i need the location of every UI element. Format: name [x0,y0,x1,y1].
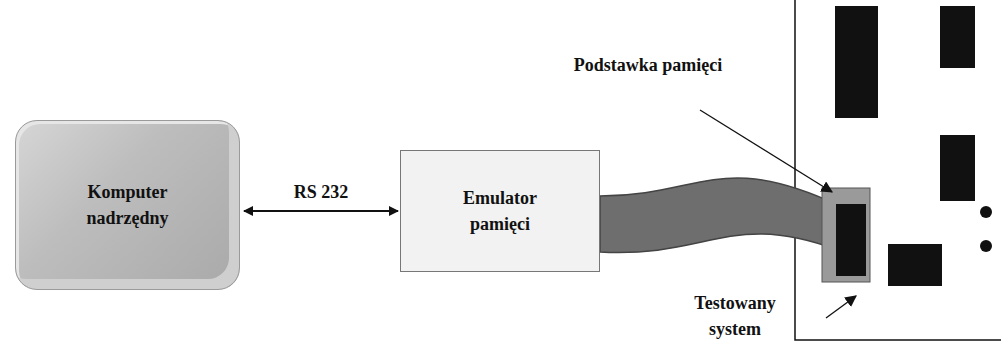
edge-label: RS 232 [294,179,349,205]
system-board [795,0,1001,340]
ribbon-cable [600,178,838,253]
dot [980,240,992,252]
chip [940,135,975,201]
leader-line [700,110,832,192]
memory-socket [822,188,870,282]
node-text: Komputer nadrzędny [68,179,188,231]
node-text: Emulator pamięci [440,185,560,237]
system-callout: Testowany system [670,290,800,342]
chip [888,244,942,286]
memory-chip [836,204,866,276]
host-computer-box: Komputer nadrzędny [15,120,240,290]
socket-callout: Podstawka pamięci [573,52,723,78]
memory-emulator-box: Emulator pamięci [400,150,600,272]
leader-line [826,296,856,318]
chip [835,6,878,118]
serial-link [244,210,398,212]
chip [940,6,975,68]
dot [980,206,992,218]
